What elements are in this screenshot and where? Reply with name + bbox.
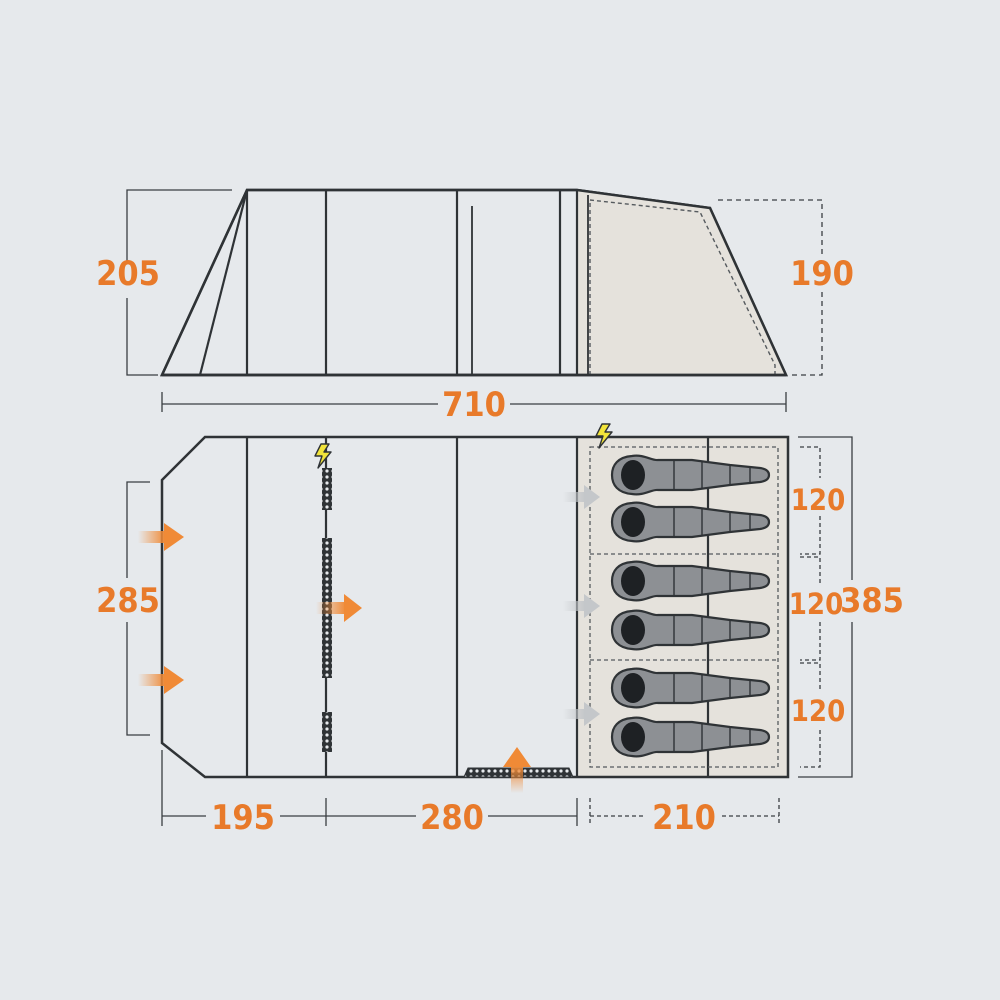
height-label-190: 190	[790, 254, 854, 294]
width-label-285: 285	[96, 581, 160, 621]
depth-label-385: 385	[840, 581, 904, 621]
length-label-710: 710	[442, 385, 506, 425]
bedroom-width-label-1: 120	[791, 483, 845, 517]
floor-plan-outline	[160, 435, 790, 779]
zone-length-label-210: 210	[652, 798, 716, 838]
bedroom-door-arrow-icon	[563, 702, 600, 726]
bedroom-door-arrow-icon	[563, 485, 600, 509]
bedroom-width-label-2: 120	[789, 587, 843, 621]
door-arrow-icon	[138, 666, 184, 694]
bedroom-area	[577, 437, 788, 777]
door-arrow-icon	[503, 747, 531, 793]
door-arrow-icon	[138, 523, 184, 551]
height-label-205: 205	[96, 254, 160, 294]
zone-length-label-195: 195	[211, 798, 275, 838]
zone-length-label-280: 280	[420, 798, 484, 838]
floor-plan-dimensions: 285 385 120 120 120 195 280 210	[96, 436, 904, 838]
side-view-awning-panel	[577, 190, 786, 375]
door-arrow-icon	[316, 594, 362, 622]
power-point-icon	[314, 443, 332, 469]
bedroom-width-label-3: 120	[791, 694, 845, 728]
side-view	[160, 188, 788, 377]
side-view-dimensions: 205 190 710	[96, 189, 854, 425]
bedroom-door-arrow-icon	[563, 594, 600, 618]
floor-plan	[138, 423, 790, 793]
